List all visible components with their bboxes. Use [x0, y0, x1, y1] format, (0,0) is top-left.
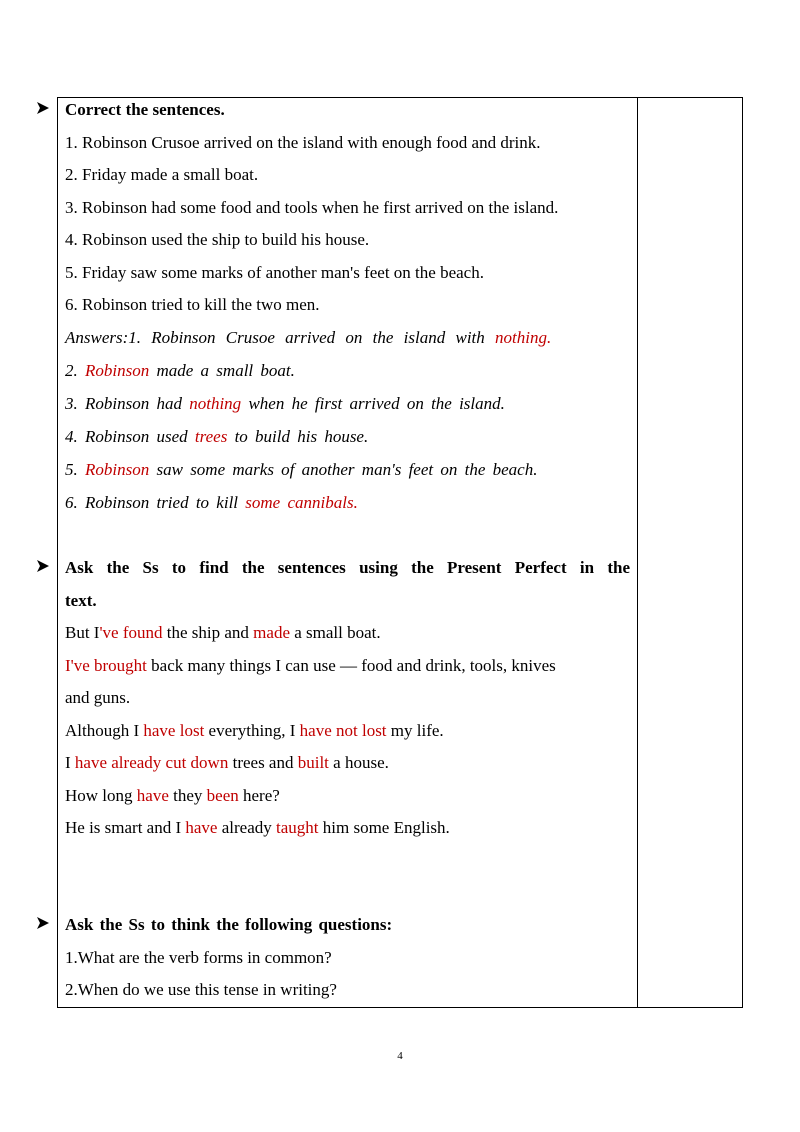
section-heading: Ask the Ss to find the sentences using t…	[65, 558, 630, 577]
sentence: 2. Friday made a small boat.	[65, 165, 259, 184]
example-sentence: I've brought back many things I can use …	[65, 656, 556, 675]
column-divider	[637, 98, 638, 1007]
section-heading: Correct the sentences.	[65, 100, 225, 119]
question: 2.When do we use this tense in writing?	[65, 980, 337, 999]
arrow-bullet-icon	[36, 559, 50, 573]
example-sentence: But I've found the ship and made a small…	[65, 623, 381, 642]
answer-line: 2. Robinson made a small boat.	[65, 361, 295, 380]
page-number: 4	[397, 1050, 403, 1062]
arrow-bullet-icon	[36, 101, 50, 115]
sentence: 6. Robinson tried to kill the two men.	[65, 295, 320, 314]
answer-line: 3. Robinson had nothing when he first ar…	[65, 394, 505, 413]
answer-line: 5. Robinson saw some marks of another ma…	[65, 460, 538, 479]
section-heading: text.	[65, 591, 97, 610]
section-heading: Ask the Ss to think the following questi…	[65, 915, 393, 934]
sentence: 1. Robinson Crusoe arrived on the island…	[65, 133, 541, 152]
arrow-bullet-icon	[36, 916, 50, 930]
sentence: 3. Robinson had some food and tools when…	[65, 198, 559, 217]
example-sentence: How long have they been here?	[65, 786, 280, 805]
example-sentence-continuation: and guns.	[65, 688, 131, 707]
example-sentence: Although I have lost everything, I have …	[65, 721, 444, 740]
answer-line: Answers:1. Robinson Crusoe arrived on th…	[65, 328, 552, 347]
answer-line: 4. Robinson used trees to build his hous…	[65, 427, 369, 446]
answer-line: 6. Robinson tried to kill some cannibals…	[65, 493, 358, 512]
example-sentence: I have already cut down trees and built …	[65, 753, 389, 772]
example-sentence: He is smart and I have already taught hi…	[65, 818, 450, 837]
lesson-table: Correct the sentences. 1. Robinson Cruso…	[57, 97, 743, 1008]
sentence: 4. Robinson used the ship to build his h…	[65, 230, 370, 249]
question: 1.What are the verb forms in common?	[65, 948, 332, 967]
sentence: 5. Friday saw some marks of another man'…	[65, 263, 484, 282]
